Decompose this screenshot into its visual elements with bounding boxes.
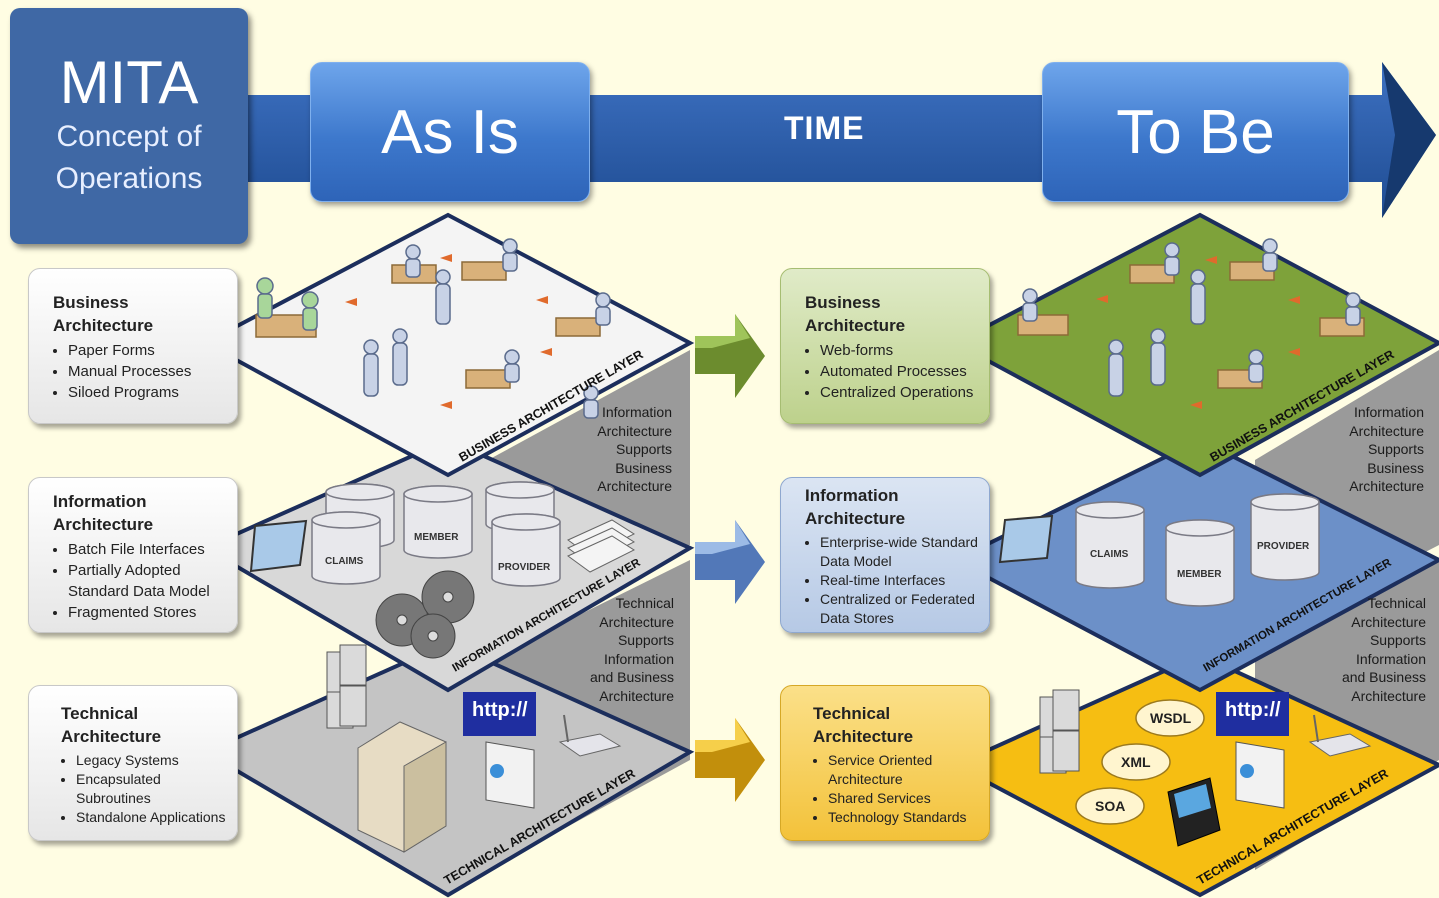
to-be-business-card: Business Architecture Web-forms Automate… (780, 268, 990, 424)
as-is-people-icons (255, 238, 611, 419)
to-be-information-card: Information Architecture Enterprise-wide… (780, 477, 990, 633)
as-is-db-member-label: MEMBER (414, 532, 459, 543)
as-is-label: As Is (381, 97, 519, 167)
card-title: Information (805, 486, 899, 505)
to-be-http-label: http:// (1225, 699, 1281, 721)
to-be-database-icons (1075, 493, 1320, 607)
to-be-people-icons (1017, 238, 1365, 397)
page-subtitle-line1: Concept of (56, 120, 202, 153)
list-item: Technology Standards (828, 808, 998, 827)
to-be-router-icon (1308, 714, 1372, 757)
list-item: Centralized or Federated Data Stores (820, 590, 995, 628)
to-be-flow-arrows (1096, 256, 1300, 409)
information-transition-arrow (695, 520, 765, 604)
list-item: Legacy Systems (76, 751, 216, 770)
card-title: Architecture (61, 727, 162, 746)
list-item: Service Oriented Architecture (828, 751, 988, 789)
to-be-xml-label: XML (1121, 754, 1151, 770)
list-item: Standalone Applications (76, 808, 251, 827)
to-be-monitor-icon (998, 514, 1054, 564)
to-be-label: To Be (1116, 97, 1275, 167)
to-be-mobile-device-icon (1167, 777, 1221, 847)
as-is-db-provider-label: PROVIDER (498, 562, 551, 573)
card-title: Architecture (53, 316, 154, 335)
to-be-business-layer (950, 212, 1439, 478)
as-is-disc-icons (375, 570, 475, 659)
list-item: Shared Services (828, 789, 988, 808)
as-is-info-supports-business-note: Information Architecture Supports Busine… (597, 404, 672, 494)
as-is-information-card: Information Architecture Batch File Inte… (28, 477, 238, 633)
page-subtitle-line2: Operations (55, 162, 203, 195)
as-is-db-claims-label: CLAIMS (325, 556, 364, 567)
list-item: Paper Forms (68, 340, 237, 361)
as-is-business-card: Business Architecture Paper Forms Manual… (28, 268, 238, 424)
as-is-http-badge (463, 692, 536, 736)
technical-transition-arrow (695, 718, 765, 802)
list-item: Batch File Interfaces (68, 539, 238, 560)
as-is-router-icon (558, 714, 622, 757)
to-be-db-provider-label: PROVIDER (1257, 541, 1310, 552)
list-item: Manual Processes (68, 361, 237, 382)
to-be-stage: To Be (1042, 62, 1349, 202)
card-title: Business (53, 293, 129, 312)
as-is-doc-stack-icon (567, 519, 636, 573)
card-title: Business (805, 293, 881, 312)
list-item: Enterprise-wide Standard Data Model (820, 533, 995, 571)
as-is-flow-arrows (345, 254, 552, 409)
time-label: TIME (784, 110, 865, 146)
mita-title-box: MITA Concept of Operations (10, 8, 248, 244)
card-title: Architecture (805, 509, 906, 528)
business-transition-arrow (695, 314, 765, 398)
list-item: Partially Adopted Standard Data Model (68, 560, 238, 602)
as-is-http-label: http:// (472, 699, 528, 721)
to-be-web-page-icon (1235, 741, 1285, 809)
as-is-web-page-icon (485, 741, 535, 809)
list-item: Fragmented Stores (68, 602, 238, 623)
as-is-monitor-icon (249, 519, 308, 573)
as-is-server-icon (326, 644, 367, 729)
as-is-mainframe-icon (357, 721, 447, 853)
list-item: Centralized Operations (820, 382, 989, 403)
to-be-info-supports-business-note: Information Architecture Supports Busine… (1349, 404, 1424, 494)
to-be-soa-label: SOA (1095, 798, 1125, 814)
card-title: Architecture (813, 727, 914, 746)
to-be-server-icon (1039, 689, 1080, 774)
list-item: Siloed Programs (68, 382, 237, 403)
to-be-standard-badges (1075, 699, 1205, 825)
to-be-http-badge (1216, 692, 1289, 736)
as-is-tech-supports-info-note: Technical Architecture Supports Informat… (589, 595, 674, 704)
card-title: Architecture (53, 515, 154, 534)
list-item: Encapsulated Subroutines (76, 770, 216, 808)
to-be-db-member-label: MEMBER (1177, 569, 1222, 580)
to-be-wsdl-label: WSDL (1150, 710, 1192, 726)
card-title: Technical (61, 704, 139, 723)
card-title: Technical (813, 704, 891, 723)
to-be-technical-card: Technical Architecture Service Oriented … (780, 685, 990, 841)
card-title: Architecture (805, 316, 906, 335)
page-title: MITA (59, 49, 199, 116)
as-is-database-icons (311, 481, 561, 587)
as-is-stage: As Is (310, 62, 590, 202)
list-item: Automated Processes (820, 361, 989, 382)
as-is-technical-card: Technical Architecture Legacy Systems En… (28, 685, 238, 841)
to-be-tech-supports-info-note: Technical Architecture Supports Informat… (1341, 595, 1426, 704)
list-item: Real-time Interfaces (820, 571, 995, 590)
card-title: Information (53, 492, 147, 511)
to-be-db-claims-label: CLAIMS (1090, 549, 1129, 560)
as-is-business-layer (200, 212, 695, 478)
as-is-technical-layer (200, 640, 695, 898)
list-item: Web-forms (820, 340, 989, 361)
